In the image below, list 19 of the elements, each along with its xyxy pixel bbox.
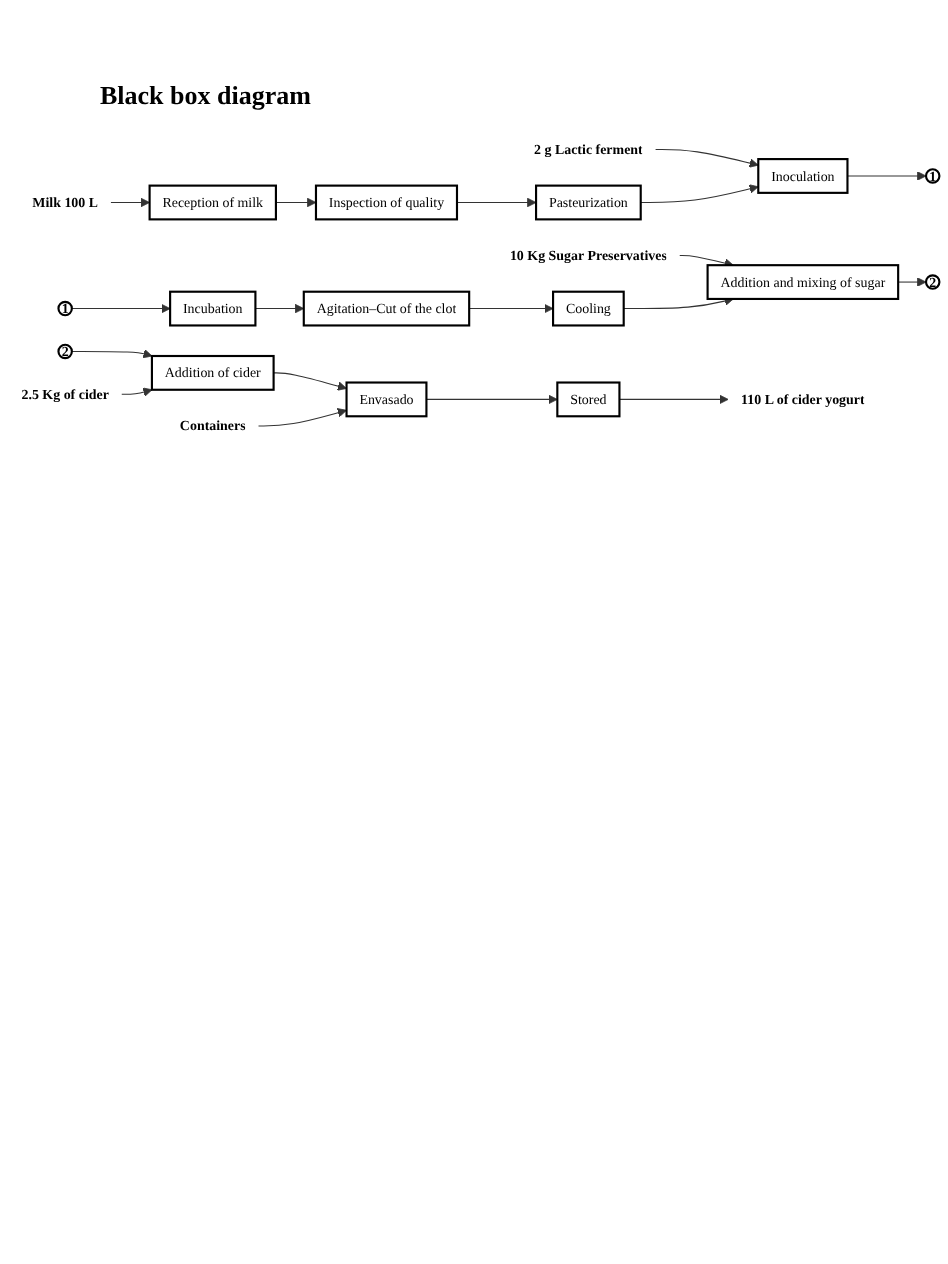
arrow: [275, 197, 317, 208]
arrow: [468, 303, 554, 314]
arrow: [258, 408, 347, 427]
arrow: [121, 387, 153, 397]
arrow: [425, 394, 558, 405]
arrow: [71, 303, 171, 314]
arrow: [618, 394, 729, 405]
arrow: [71, 349, 153, 359]
arrow: [110, 197, 151, 208]
diagram-title: Black box diagram: [100, 80, 311, 112]
arrow: [456, 197, 537, 208]
arrow: [655, 148, 759, 168]
arrow: [273, 372, 347, 391]
arrow: [640, 184, 759, 204]
arrow: [679, 255, 734, 268]
arrow: [623, 296, 734, 310]
arrow: [254, 303, 305, 314]
arrow: [846, 171, 927, 181]
arrow: [897, 277, 927, 287]
